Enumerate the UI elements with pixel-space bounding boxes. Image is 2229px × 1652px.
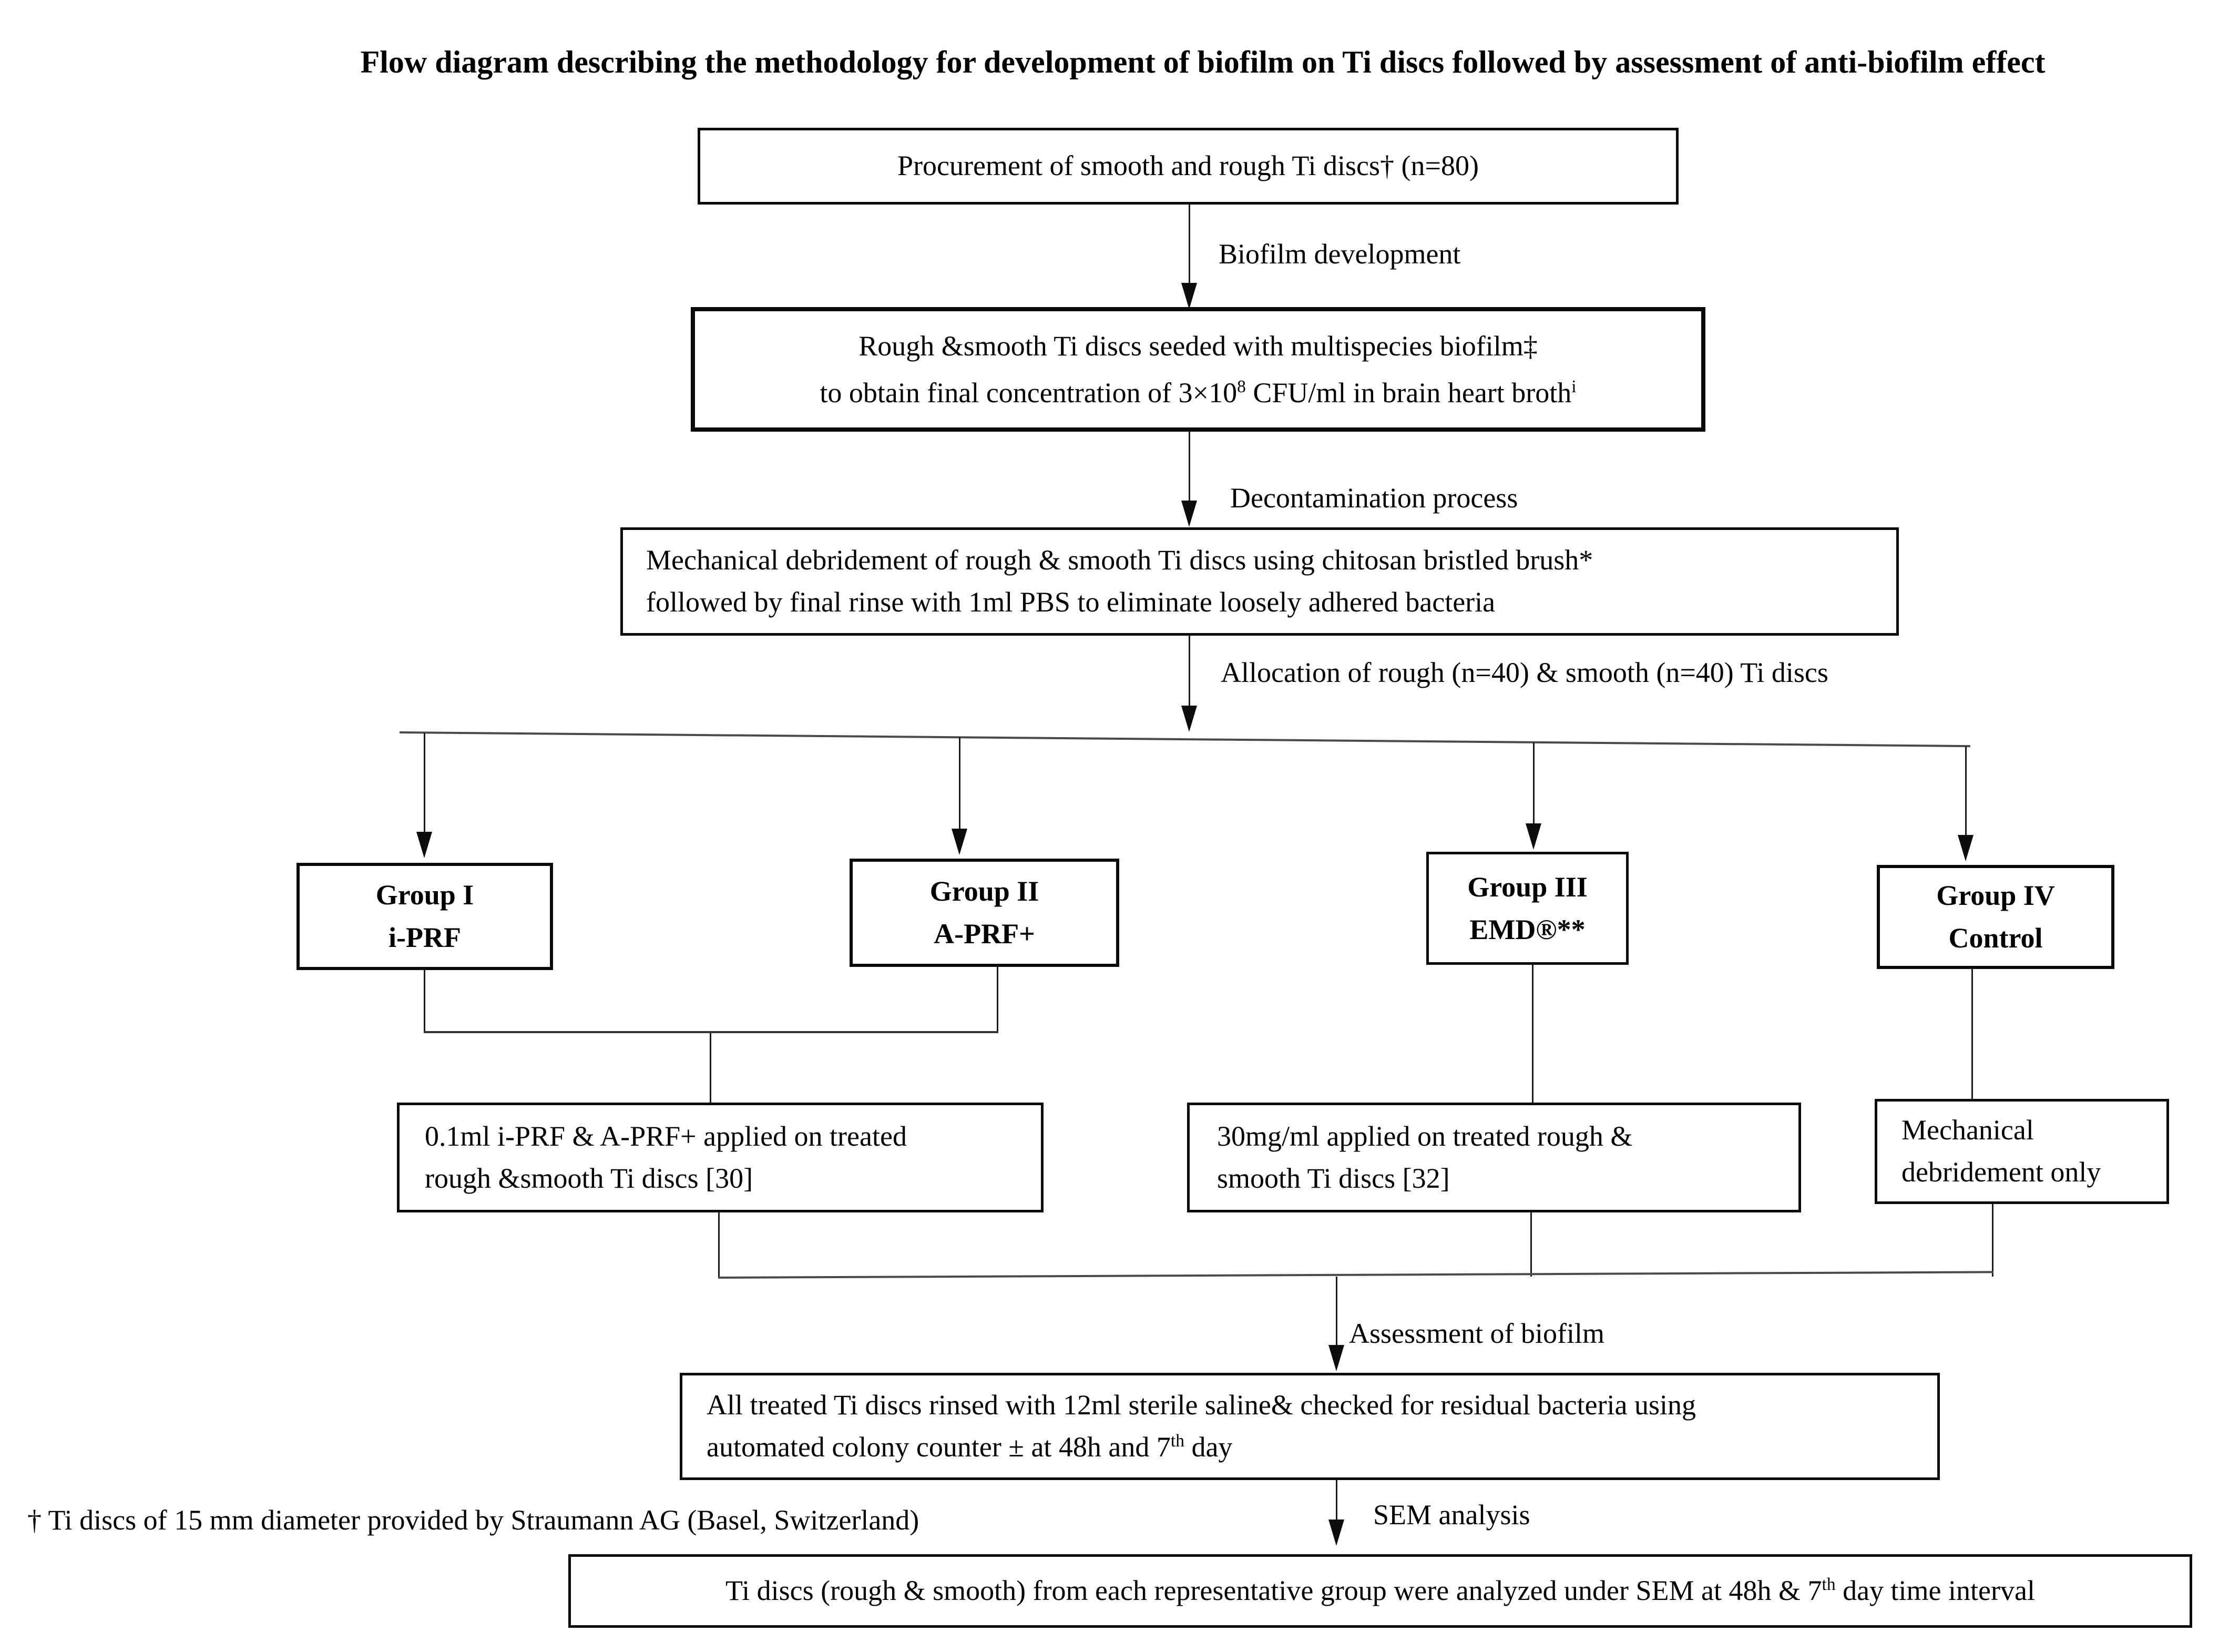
box-group-3: Group III EMD®**	[1426, 852, 1629, 965]
merge-line-left	[718, 1212, 720, 1279]
assessment-line2a: automated colony counter ± at 48h and 7	[707, 1431, 1171, 1463]
box-seeded-line2b: CFU/ml in brain heart broth	[1245, 376, 1572, 409]
bracket-drop-line	[710, 1033, 711, 1103]
group4-connector-line	[1971, 969, 1973, 1099]
box-debridement: Mechanical debridement of rough & smooth…	[620, 527, 1899, 636]
superscript-th: th	[1170, 1431, 1184, 1451]
sem-result-a: Ti discs (rough & smooth) from each repr…	[725, 1575, 1822, 1607]
bracket-horizontal-line	[424, 1031, 998, 1033]
arrowhead-down-icon	[416, 832, 432, 858]
box-treatment-prf: 0.1ml i-PRF & A-PRF+ applied on treated …	[397, 1103, 1044, 1212]
box-group-4: Group IV Control	[1877, 865, 2114, 969]
arrowhead-down-icon	[1526, 823, 1541, 850]
box-seeded: Rough &smooth Ti discs seeded with multi…	[691, 307, 1705, 432]
drop-line-group4	[1965, 747, 1967, 836]
arrowhead-down-icon	[1181, 283, 1197, 309]
sem-result-text: Ti discs (rough & smooth) from each repr…	[725, 1570, 2035, 1612]
treatment-control-line1: Mechanical	[1901, 1114, 2034, 1146]
label-assessment: Assessment of biofilm	[1349, 1318, 1604, 1349]
arrowhead-down-icon	[1181, 501, 1197, 527]
box-procurement-text: Procurement of smooth and rough Ti discs…	[897, 150, 1479, 182]
branch-line	[399, 731, 1970, 748]
page-title: Flow diagram describing the methodology …	[360, 45, 2046, 79]
merge-line-middle	[1530, 1212, 1532, 1277]
arrowhead-down-icon	[1181, 706, 1197, 732]
box-debridement-line1: Mechanical debridement of rough & smooth…	[646, 544, 1593, 576]
treatment-emd-line2: smooth Ti discs [32]	[1217, 1162, 1450, 1194]
sem-result-b: day time interval	[1835, 1575, 2035, 1607]
label-sem-analysis: SEM analysis	[1373, 1499, 1530, 1531]
box-assessment: All treated Ti discs rinsed with 12ml st…	[680, 1373, 1940, 1480]
flow-line-3	[1189, 636, 1190, 707]
superscript-8: 8	[1237, 376, 1246, 396]
group2-treatment: A-PRF+	[934, 918, 1035, 950]
treatment-emd-line1: 30mg/ml applied on treated rough &	[1217, 1120, 1633, 1152]
label-decontamination: Decontamination process	[1230, 482, 1518, 514]
flow-line-1	[1189, 205, 1190, 284]
box-seeded-line2a: to obtain final concentration of 3×10	[820, 376, 1238, 409]
box-seeded-line1: Rough &smooth Ti discs seeded with multi…	[858, 330, 1538, 362]
treatment-prf-line2: rough &smooth Ti discs [30]	[425, 1162, 753, 1194]
footnote: † Ti discs of 15 mm diameter provided by…	[27, 1504, 919, 1536]
box-treatment-control: Mechanical debridement only	[1875, 1099, 2169, 1204]
drop-line-group3	[1533, 742, 1535, 824]
label-biofilm-development: Biofilm development	[1219, 238, 1461, 270]
label-allocation: Allocation of rough (n=40) & smooth (n=4…	[1221, 657, 1828, 688]
group4-treatment: Control	[1948, 922, 2043, 954]
group1-treatment: i-PRF	[388, 922, 461, 953]
arrowhead-down-icon	[1958, 835, 1974, 861]
arrowhead-down-icon	[952, 829, 967, 855]
arrowhead-down-icon	[1328, 1520, 1344, 1546]
group4-name: Group IV	[1936, 880, 2055, 911]
box-treatment-emd: 30mg/ml applied on treated rough & smoot…	[1187, 1103, 1801, 1212]
group3-connector-line	[1532, 965, 1533, 1103]
box-group-2: Group II A-PRF+	[850, 859, 1119, 967]
assessment-line1: All treated Ti discs rinsed with 12ml st…	[707, 1389, 1696, 1421]
superscript-th: th	[1822, 1575, 1836, 1595]
treatment-prf-line1: 0.1ml i-PRF & A-PRF+ applied on treated	[425, 1120, 907, 1152]
box-procurement: Procurement of smooth and rough Ti discs…	[698, 128, 1679, 205]
box-group-1: Group I i-PRF	[296, 863, 553, 970]
superscript-i: i	[1571, 376, 1577, 396]
treatment-control-line2: debridement only	[1901, 1156, 2101, 1188]
assessment-line2b: day	[1184, 1431, 1233, 1463]
merge-horizontal-line	[718, 1271, 1993, 1279]
group3-treatment: EMD®**	[1469, 913, 1586, 945]
box-sem-result: Ti discs (rough & smooth) from each repr…	[568, 1554, 2192, 1628]
box-debridement-line2: followed by final rinse with 1ml PBS to …	[646, 586, 1496, 618]
bracket-left-line	[424, 970, 425, 1032]
group1-name: Group I	[375, 879, 474, 911]
bracket-right-line	[997, 967, 998, 1032]
assessment-arrow-line	[1336, 1277, 1337, 1346]
merge-line-right	[1992, 1204, 1993, 1277]
group2-name: Group II	[929, 875, 1039, 907]
drop-line-group2	[959, 737, 960, 830]
flow-line-2	[1189, 432, 1190, 502]
box-seeded-line2: to obtain final concentration of 3×108 C…	[820, 370, 1576, 416]
group3-name: Group III	[1467, 871, 1588, 903]
assessment-line2: automated colony counter ± at 48h and 7t…	[707, 1426, 1232, 1469]
sem-arrow-line	[1336, 1480, 1337, 1521]
drop-line-group1	[424, 733, 425, 833]
arrowhead-down-icon	[1328, 1345, 1344, 1371]
